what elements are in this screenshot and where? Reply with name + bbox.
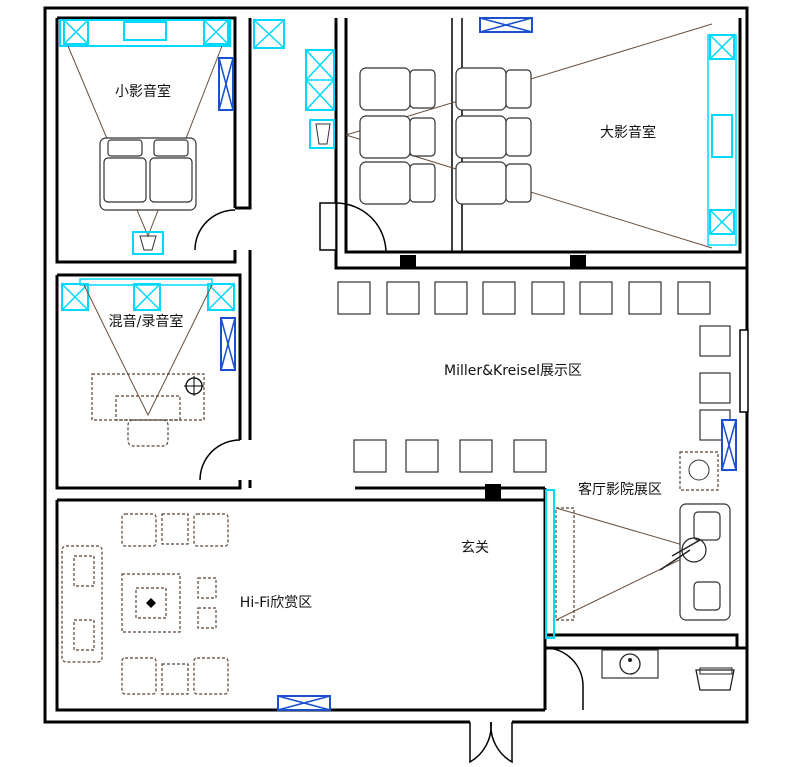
- door-bathroom: [544, 647, 584, 710]
- bathroom: [601, 649, 735, 691]
- room-label-foyer: 玄关: [461, 539, 489, 556]
- door-big-theater-leaf: [319, 202, 337, 251]
- doors: [194, 202, 584, 764]
- door-small-theater: [194, 207, 250, 251]
- room-label-living-theater: 客厅影院展区: [578, 481, 662, 498]
- speaker-boxes-row: [337, 281, 731, 473]
- room-label-hifi: Hi-Fi欣赏区: [240, 595, 312, 611]
- room-label-mixing: 混音/录音室: [109, 313, 184, 330]
- big-theater: 大影音室: [345, 17, 737, 249]
- showroom: Miller&Kreisel展示区: [337, 281, 737, 473]
- hifi-area: Hi-Fi欣赏区: [61, 513, 331, 711]
- room-label-small-theater: 小影音室: [115, 83, 171, 100]
- living-theater: 客厅影院展区: [545, 451, 731, 639]
- outer-walls: [43, 6, 749, 724]
- room-label-showroom: Miller&Kreisel展示区: [444, 363, 582, 379]
- room-label-big-theater: 大影音室: [600, 124, 656, 141]
- small-theater: 小影音室: [59, 19, 234, 255]
- door-entrance-right: [490, 721, 513, 764]
- door-mixing-room: [199, 439, 241, 481]
- window: [739, 329, 749, 413]
- door-entrance-left: [469, 721, 492, 764]
- corridor-speakers: [253, 19, 335, 149]
- mixing-room: 混音/录音室: [61, 278, 236, 447]
